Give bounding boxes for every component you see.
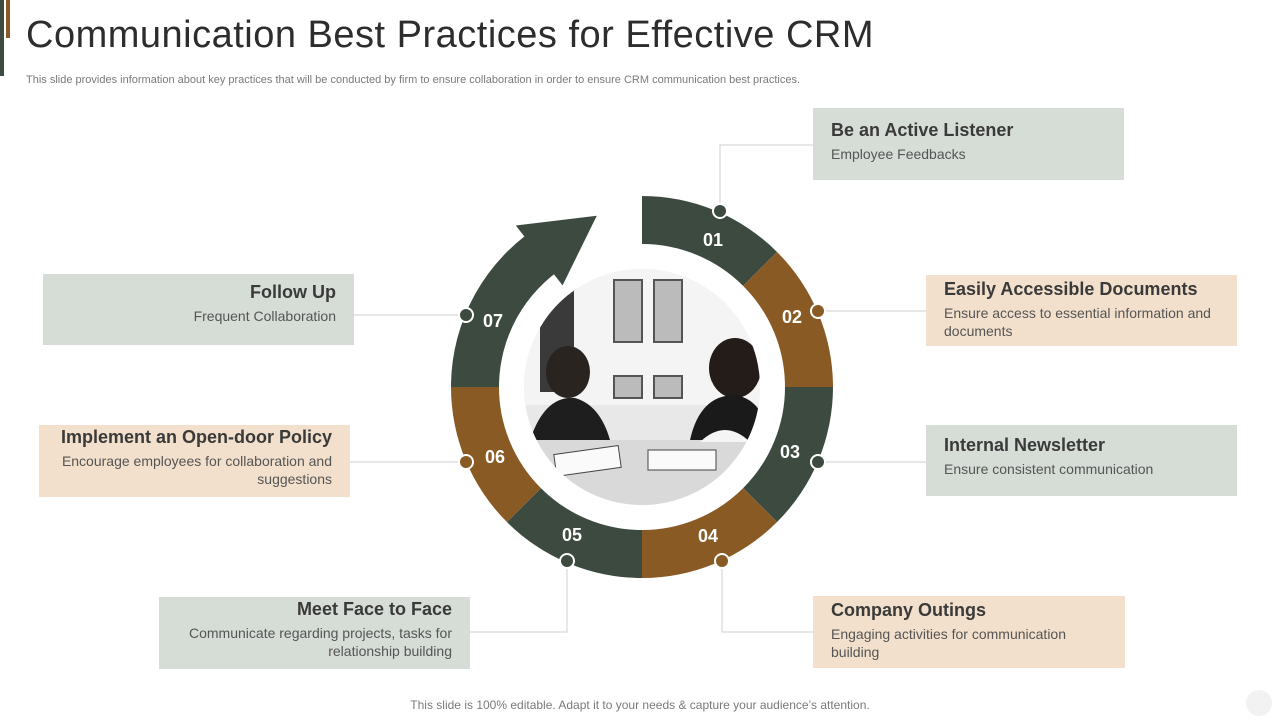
segment-marker-07 xyxy=(458,307,474,323)
segment-number-07: 07 xyxy=(483,311,503,331)
ring-segment-02 xyxy=(743,251,833,387)
connector-01 xyxy=(719,144,813,211)
segment-marker-05 xyxy=(559,553,575,569)
practice-desc: Encourage employees for collaboration an… xyxy=(61,453,332,487)
ring-segment-05 xyxy=(506,488,642,578)
connector-lines xyxy=(350,144,926,633)
practice-title: Meet Face to Face xyxy=(296,599,452,619)
practice-title: Easily Accessible Documents xyxy=(944,279,1198,299)
ring-segment-03 xyxy=(743,387,833,523)
ring-segment-04 xyxy=(642,488,778,578)
segment-number-04: 04 xyxy=(698,526,718,546)
practice-card-05: Meet Face to Face Communicate regarding … xyxy=(159,597,470,669)
segment-number-01: 01 xyxy=(703,230,723,250)
practice-card-07: Follow Up Frequent Collaboration xyxy=(43,274,354,345)
practice-card-03: Internal Newsletter Ensure consistent co… xyxy=(926,425,1237,496)
segment-marker-06 xyxy=(458,454,474,470)
practice-title: Follow Up xyxy=(250,282,336,302)
practice-desc: Engaging activities for communication bu… xyxy=(831,626,1067,660)
connector-04 xyxy=(721,561,813,633)
ring-segments xyxy=(451,196,833,578)
segment-marker-04 xyxy=(714,553,730,569)
footer-note: This slide is 100% editable. Adapt it to… xyxy=(410,698,870,712)
ring-segment-01 xyxy=(642,196,778,286)
page-subtitle: This slide provides information about ke… xyxy=(26,74,801,86)
segment-marker-01 xyxy=(712,203,728,219)
accent-bar xyxy=(0,0,4,76)
ring-gap xyxy=(622,196,642,245)
practice-desc: Communicate regarding projects, tasks fo… xyxy=(189,625,452,659)
segment-number-06: 06 xyxy=(485,447,505,467)
segment-number-05: 05 xyxy=(562,525,582,545)
segment-number-02: 02 xyxy=(782,307,802,327)
corner-dot xyxy=(1246,690,1272,716)
segment-marker-03 xyxy=(810,454,826,470)
segment-marker-02 xyxy=(810,303,826,319)
practice-title: Be an Active Listener xyxy=(831,120,1014,140)
practice-card-02: Easily Accessible Documents Ensure acces… xyxy=(926,275,1237,346)
practice-title: Company Outings xyxy=(831,600,987,620)
ring-segment-06 xyxy=(451,387,541,523)
accent-bar-secondary xyxy=(6,0,10,38)
practice-desc: Employee Feedbacks xyxy=(831,146,966,162)
practice-card-04: Company Outings Engaging activities for … xyxy=(813,596,1125,668)
practice-title: Implement an Open-door Policy xyxy=(60,427,332,447)
practice-card-01: Be an Active Listener Employee Feedbacks xyxy=(813,108,1124,180)
segment-number-03: 03 xyxy=(780,442,800,462)
practice-desc: Ensure access to essential information a… xyxy=(944,305,1211,339)
practice-title: Internal Newsletter xyxy=(944,435,1106,455)
segment-markers xyxy=(458,203,826,569)
page-title: Communication Best Practices for Effecti… xyxy=(26,14,875,56)
connector-05 xyxy=(470,561,568,633)
meeting-photo xyxy=(524,269,760,505)
practice-desc: Frequent Collaboration xyxy=(193,308,336,324)
ring-arrow-head xyxy=(515,215,597,286)
practice-desc: Ensure consistent communication xyxy=(944,461,1154,477)
practice-card-06: Implement an Open-door Policy Encourage … xyxy=(39,425,350,497)
ring-segment-07 xyxy=(451,225,567,387)
